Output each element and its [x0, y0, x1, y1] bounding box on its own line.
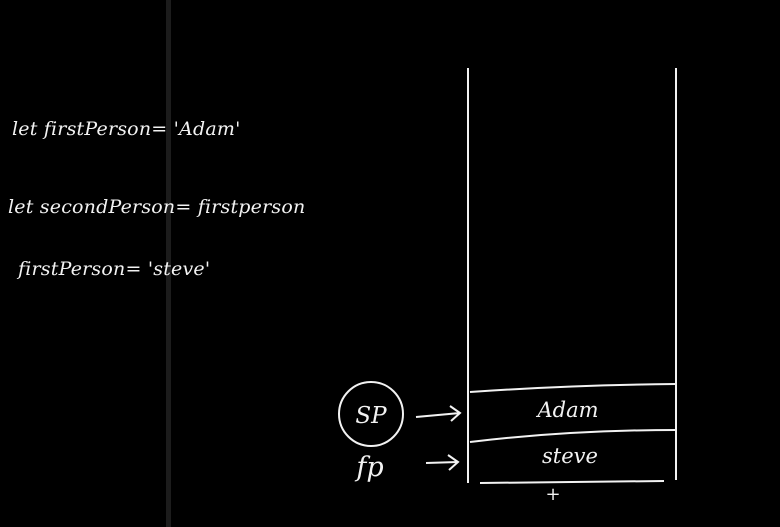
stack-bottom-mark: + [545, 484, 560, 505]
stack-bottom-line [479, 480, 665, 484]
stack-cell-value-adam: Adam [535, 398, 598, 422]
fp-label: fp [354, 452, 383, 483]
sp-circle [338, 381, 404, 447]
code-line-reassignment: firstPerson= 'steve' [18, 258, 211, 280]
vertical-divider [166, 0, 171, 527]
stack-cell-top-line [469, 383, 677, 393]
sp-label: SP [355, 403, 387, 429]
sp-arrow-icon [415, 405, 462, 422]
code-line-second-assignment: let secondPerson= firstperson [8, 196, 306, 218]
stack-cell-middle-line [469, 429, 677, 443]
code-line-first-assignment: let firstPerson= 'Adam' [12, 118, 241, 140]
fp-arrow-icon [425, 454, 460, 471]
stack-cell-value-steve: steve [542, 444, 598, 468]
